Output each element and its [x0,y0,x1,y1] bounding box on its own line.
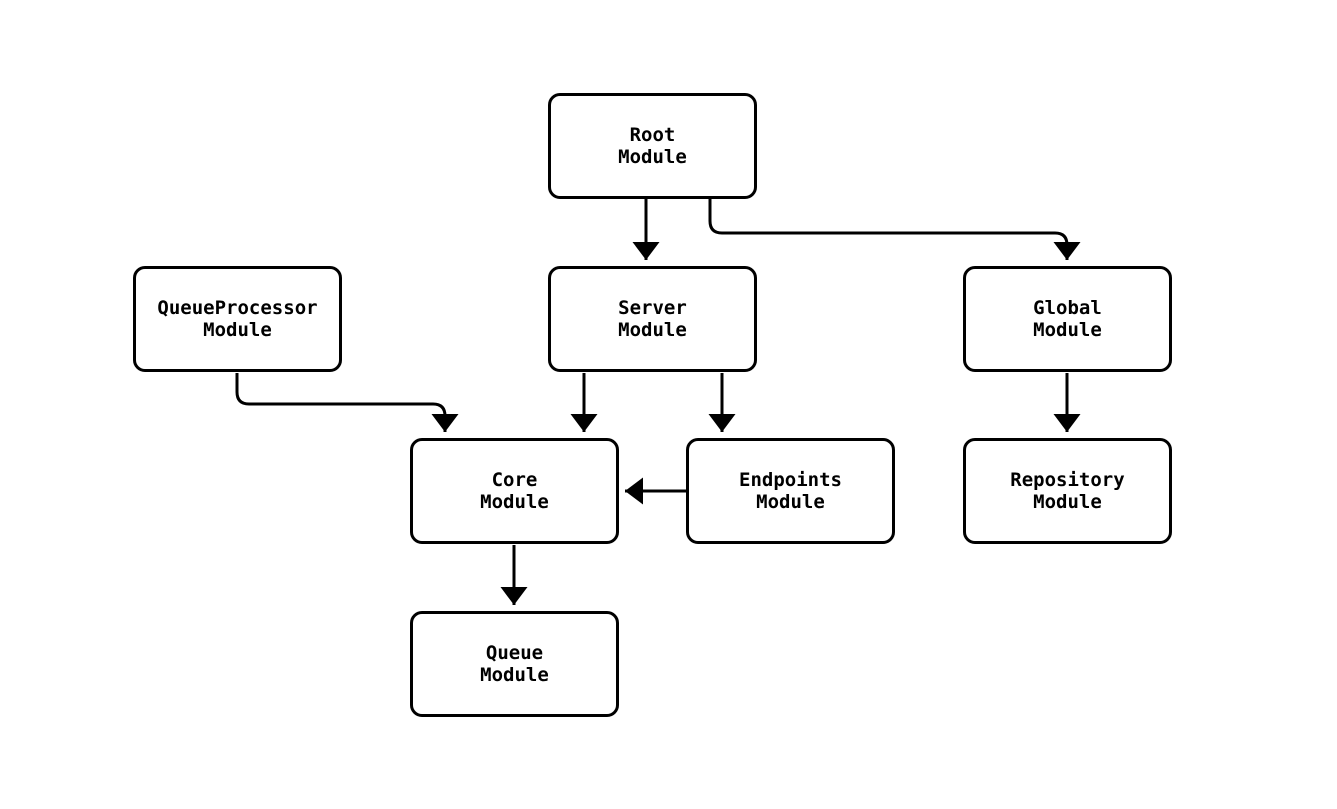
node-core-module: Core Module [410,438,619,544]
node-label-line: Endpoints [739,469,842,491]
edge-queueprocessor-to-core [235,373,459,432]
node-label-line: Queue [485,642,544,664]
node-label-line: Module [756,491,825,513]
node-label-line: Module [480,664,549,686]
node-server-module: Server Module [548,266,757,372]
node-label-line: Module [618,146,687,168]
node-label-line: Module [1033,491,1102,513]
node-global-module: Global Module [963,266,1172,372]
node-repository-module: Repository Module [963,438,1172,544]
node-label-line: Module [480,491,549,513]
node-root-module: Root Module [548,93,757,199]
node-label-line: Root [629,124,676,146]
node-endpoints-module: Endpoints Module [686,438,895,544]
node-label-line: Module [1033,319,1102,341]
node-label-line: Repository [1010,469,1125,491]
node-label-line: Global [1033,297,1102,319]
node-label-line: QueueProcessor [157,297,318,319]
edge-root-to-global [708,199,1081,260]
node-label-line: Module [203,319,272,341]
node-queue-module: Queue Module [410,611,619,717]
node-queueprocessor-module: QueueProcessor Module [133,266,342,372]
node-label-line: Server [618,297,687,319]
node-label-line: Core [491,469,538,491]
node-label-line: Module [618,319,687,341]
